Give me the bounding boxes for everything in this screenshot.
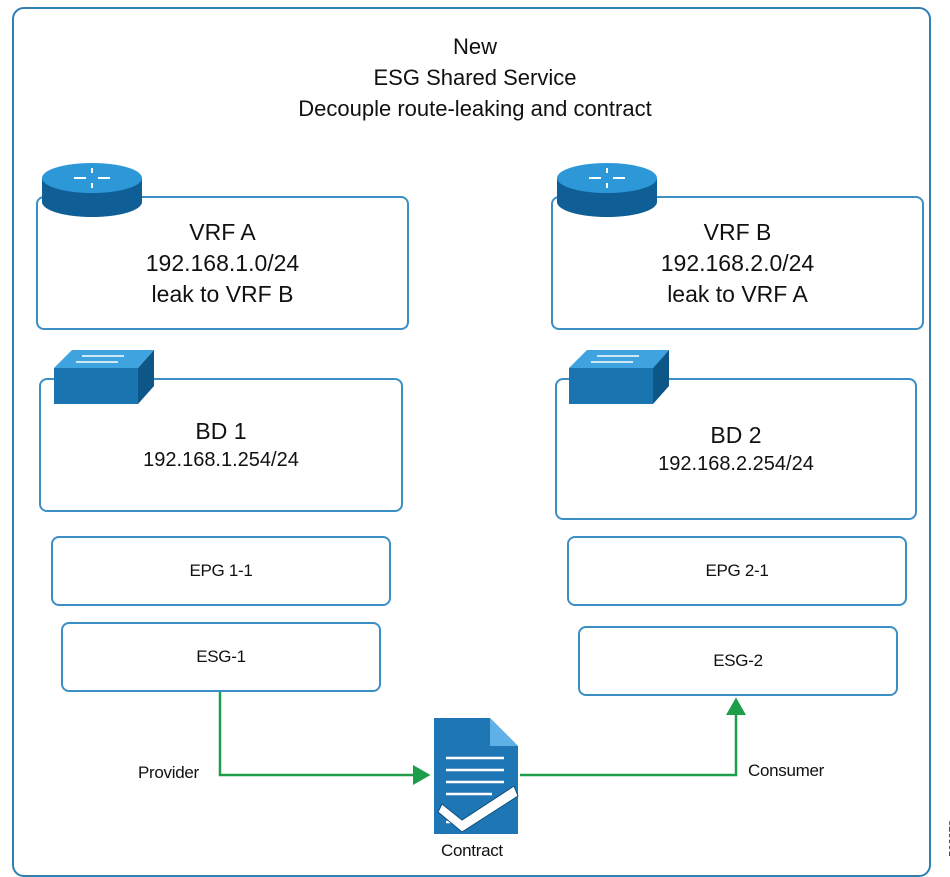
vrf-a-box: VRF A 192.168.1.0/24 leak to VRF B bbox=[36, 196, 409, 330]
vrf-b-leak: leak to VRF A bbox=[667, 280, 808, 307]
epg-2-1-label: EPG 2-1 bbox=[705, 561, 769, 580]
router-icon bbox=[42, 163, 142, 217]
bd-2-gateway: 192.168.2.254/24 bbox=[658, 453, 814, 475]
esg-1-label: ESG-1 bbox=[196, 647, 246, 666]
provider-label: Provider bbox=[138, 763, 199, 782]
title-line-description: Decouple route-leaking and contract bbox=[298, 96, 652, 121]
vrf-b-box: VRF B 192.168.2.0/24 leak to VRF A bbox=[551, 196, 924, 330]
bd-1-name: BD 1 bbox=[195, 418, 247, 444]
switch-icon bbox=[569, 350, 669, 404]
diagram-title: New ESG Shared Service Decouple route-le… bbox=[0, 31, 950, 124]
vrf-a-leak: leak to VRF B bbox=[151, 280, 294, 307]
esg-1-box: ESG-1 bbox=[61, 622, 381, 692]
consumer-label: Consumer bbox=[748, 761, 825, 780]
esg-2-label: ESG-2 bbox=[713, 651, 763, 670]
contract-label: Contract bbox=[441, 841, 503, 860]
epg-2-1-box: EPG 2-1 bbox=[567, 536, 907, 606]
title-line-esg-shared-service: ESG Shared Service bbox=[373, 65, 577, 90]
switch-icon bbox=[54, 350, 154, 404]
contract-document-icon bbox=[434, 718, 519, 834]
bd-1-gateway: 192.168.1.254/24 bbox=[143, 449, 299, 471]
vrf-b-name: VRF B bbox=[703, 218, 772, 245]
epg-1-1-box: EPG 1-1 bbox=[51, 536, 391, 606]
bd-1-box: BD 1 192.168.1.254/24 bbox=[39, 378, 403, 512]
bd-2-name: BD 2 bbox=[710, 422, 762, 448]
router-icon bbox=[557, 163, 657, 217]
epg-1-1-label: EPG 1-1 bbox=[189, 561, 253, 580]
vrf-b-subnet: 192.168.2.0/24 bbox=[660, 249, 815, 276]
vrf-a-name: VRF A bbox=[189, 218, 256, 245]
provider-arrow bbox=[218, 692, 431, 785]
consumer-arrow bbox=[520, 697, 746, 777]
esg-2-box: ESG-2 bbox=[578, 626, 898, 696]
vrf-a-subnet: 192.168.1.0/24 bbox=[145, 249, 300, 276]
title-line-new: New bbox=[452, 34, 497, 59]
